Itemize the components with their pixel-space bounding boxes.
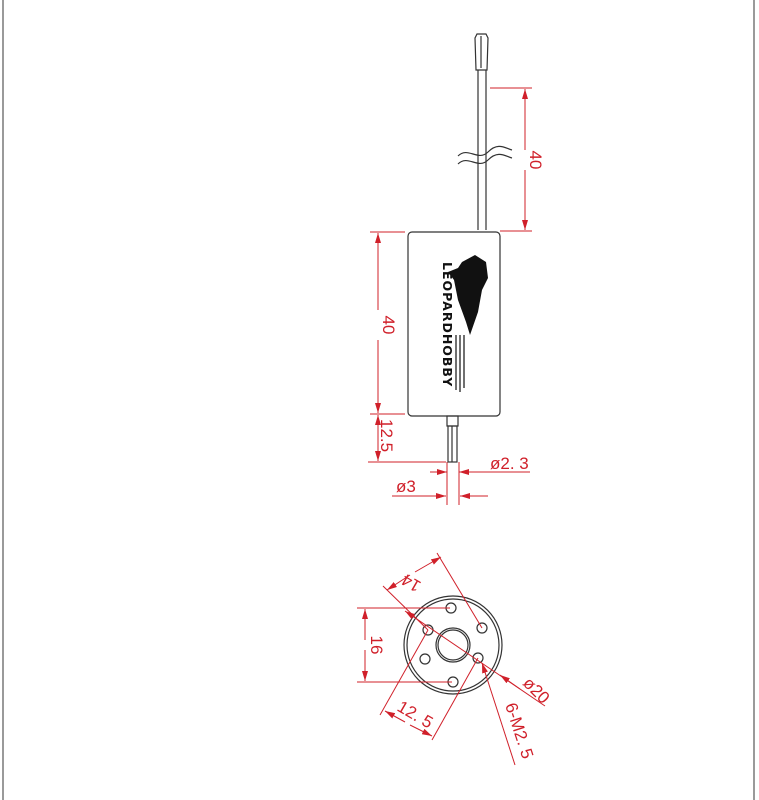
- body-length-dimension: 40: [370, 231, 405, 415]
- wire: [457, 33, 513, 230]
- leopard-logo-icon: [448, 255, 488, 335]
- shaft: [446, 415, 459, 463]
- outer-diameter-label: ø20: [519, 673, 553, 707]
- shaft-length-dimension: 12.5: [368, 415, 446, 463]
- wire-length-label: 40: [526, 151, 545, 170]
- mount-hole: [419, 653, 431, 665]
- end-view-dimensions: 16 14 12. 5 ø20 6-M2. 5: [357, 552, 553, 766]
- motor-body: LEOPARDHOBBY: [407, 231, 501, 417]
- mount-hole: [472, 652, 484, 664]
- body-length-label: 40: [379, 316, 398, 335]
- hole-spacing-14-label: 14: [398, 570, 424, 596]
- hole-spacing-16-label: 16: [367, 636, 386, 655]
- shaft-tip-diameter-label: ø2. 3: [490, 454, 529, 473]
- wire-length-dimension: 40: [490, 87, 545, 232]
- mount-hole: [476, 622, 488, 634]
- shaft-diameter-label: ø3: [396, 477, 416, 496]
- shaft-diameter-dimensions: ø2. 3 ø3: [392, 454, 530, 505]
- mount-holes-label: 6-M2. 5: [501, 700, 537, 761]
- shaft-length-label: 12.5: [377, 419, 396, 452]
- brand-logo-text: LEOPARDHOBBY: [440, 262, 455, 387]
- end-view: [403, 595, 503, 695]
